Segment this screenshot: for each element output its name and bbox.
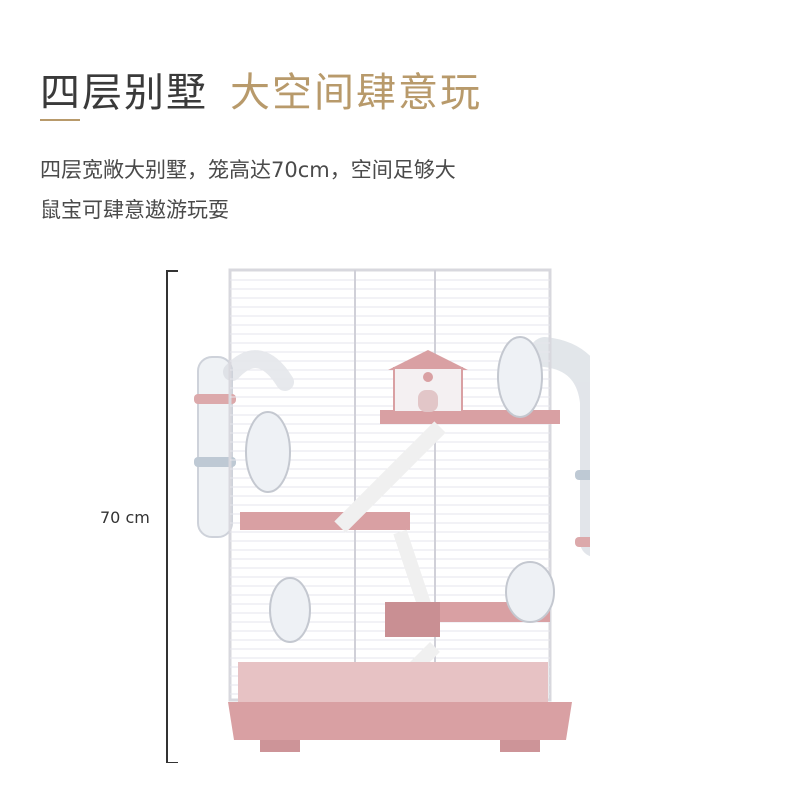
page-title: 四层别墅 [40, 70, 208, 116]
right-tube [530, 337, 590, 557]
title-row: 四层别墅 大空间肆意玩 [40, 62, 482, 116]
page-subtitle: 大空间肆意玩 [230, 70, 482, 116]
hamster-cage-image [194, 268, 590, 752]
description-line-2: 鼠宝可肆意遨游玩耍 [40, 198, 229, 222]
left-tube [194, 350, 294, 538]
middle-platform [240, 512, 410, 530]
height-label: 70 cm [100, 508, 150, 527]
description-line-1: 四层宽敞大别墅，笼高达70cm，空间足够大 [40, 158, 456, 182]
height-measure-bracket [160, 270, 180, 763]
description: 四层宽敞大别墅，笼高达70cm，空间足够大 鼠宝可肆意遨游玩耍 [40, 150, 600, 230]
top-platform [380, 350, 560, 424]
base-tray [228, 662, 572, 752]
title-underline [40, 119, 80, 121]
